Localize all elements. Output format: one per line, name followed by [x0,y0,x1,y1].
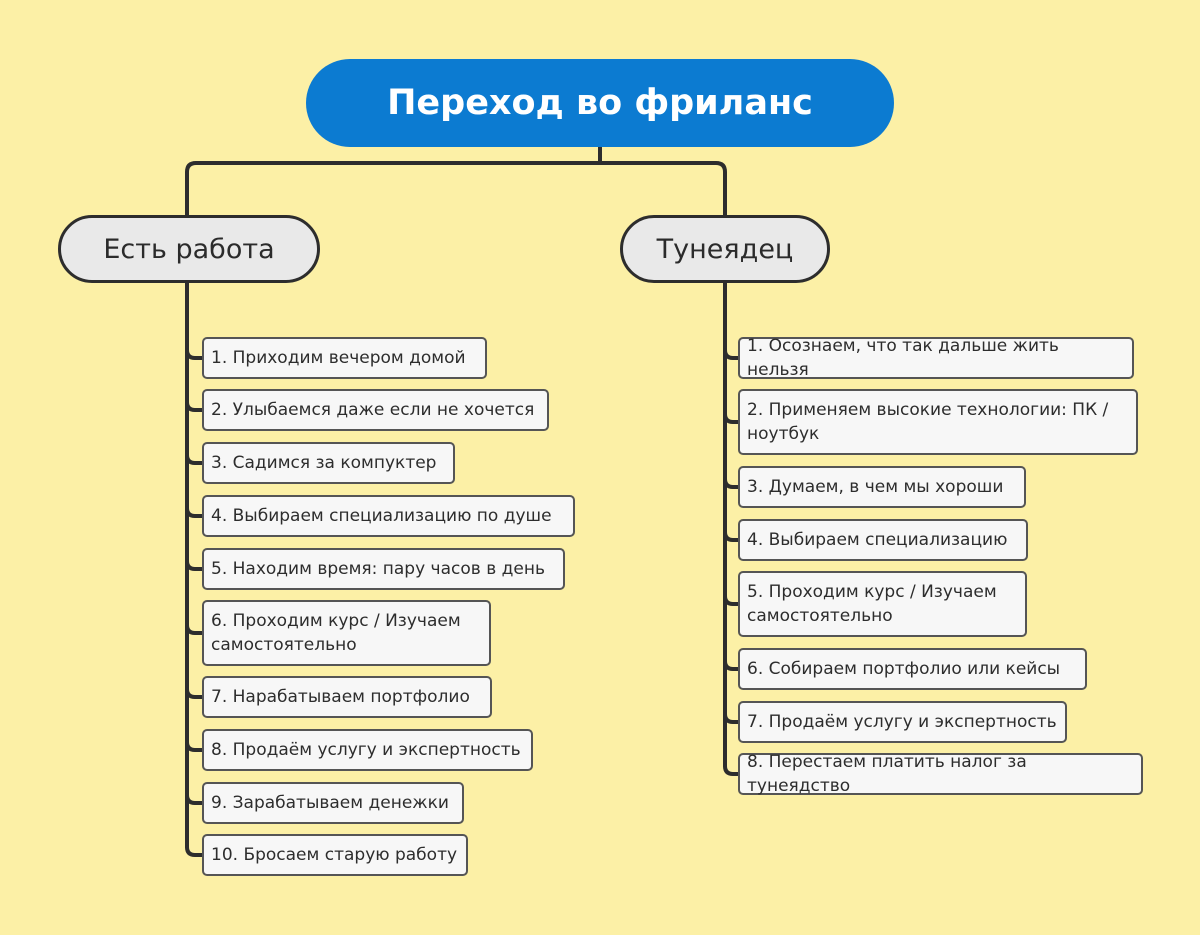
employed-step-2[interactable]: 2. Улыбаемся даже если не хочется [202,389,549,431]
idler-step-4[interactable]: 4. Выбираем специализацию [738,519,1028,561]
employed-step-10-connector [185,845,204,857]
employed-step-8[interactable]: 8. Продаём услугу и экспертность [202,729,533,771]
branch-node-idler[interactable]: Тунеядец [620,215,830,283]
employed-step-10[interactable]: 10. Бросаем старую работу [202,834,468,876]
employed-step-3-connector [185,453,204,465]
idler-step-6[interactable]: 6. Собираем портфолио или кейсы [738,648,1087,690]
idler-step-8[interactable]: 8. Перестаем платить налог за тунеядство [738,752,1143,796]
idler-step-1[interactable]: 1. Осознаем, что так дальше жить нельзя [738,336,1134,380]
idler-step-1-connector [723,348,740,360]
employed-step-9-connector [185,793,204,805]
employed-step-4-connector [185,506,204,518]
idler-step-5[interactable]: 5. Проходим курс / Изучаем самостоятельн… [738,571,1027,637]
employed-step-1[interactable]: 1. Приходим вечером домой [202,337,487,379]
employed-step-8-connector [185,740,204,752]
idler-step-2[interactable]: 2. Применяем высокие технологии: ПК / но… [738,389,1138,455]
root-topic-node[interactable]: Переход во фриланс [306,59,894,147]
employed-step-4[interactable]: 4. Выбираем специализацию по душе [202,495,575,537]
employed-step-6-connector [185,623,204,635]
idler-step-3-connector [723,477,740,489]
branch-node-employed[interactable]: Есть работа [58,215,320,283]
employed-step-5[interactable]: 5. Находим время: пару часов в день [202,548,565,590]
employed-step-7[interactable]: 7. Нарабатываем портфолио [202,676,492,718]
idler-step-4-connector [723,530,740,542]
employed-step-5-connector [185,559,204,571]
root-to-branches-connector [185,145,727,218]
idler-step-6-connector [723,659,740,671]
idler-step-2-connector [723,412,740,424]
employed-step-2-connector [185,400,204,412]
employed-step-6[interactable]: 6. Проходим курс / Изучаем самостоятельн… [202,600,491,666]
employed-step-9[interactable]: 9. Зарабатываем денежки [202,782,464,824]
idler-step-8-connector [723,764,740,776]
idler-step-5-connector [723,594,740,606]
employed-step-3[interactable]: 3. Садимся за компуктер [202,442,455,484]
employed-step-7-connector [185,687,204,699]
employed-step-1-connector [185,348,204,360]
idler-step-7-connector [723,712,740,724]
idler-step-7[interactable]: 7. Продаём услугу и экспертность [738,701,1067,743]
idler-step-3[interactable]: 3. Думаем, в чем мы хороши [738,466,1026,508]
